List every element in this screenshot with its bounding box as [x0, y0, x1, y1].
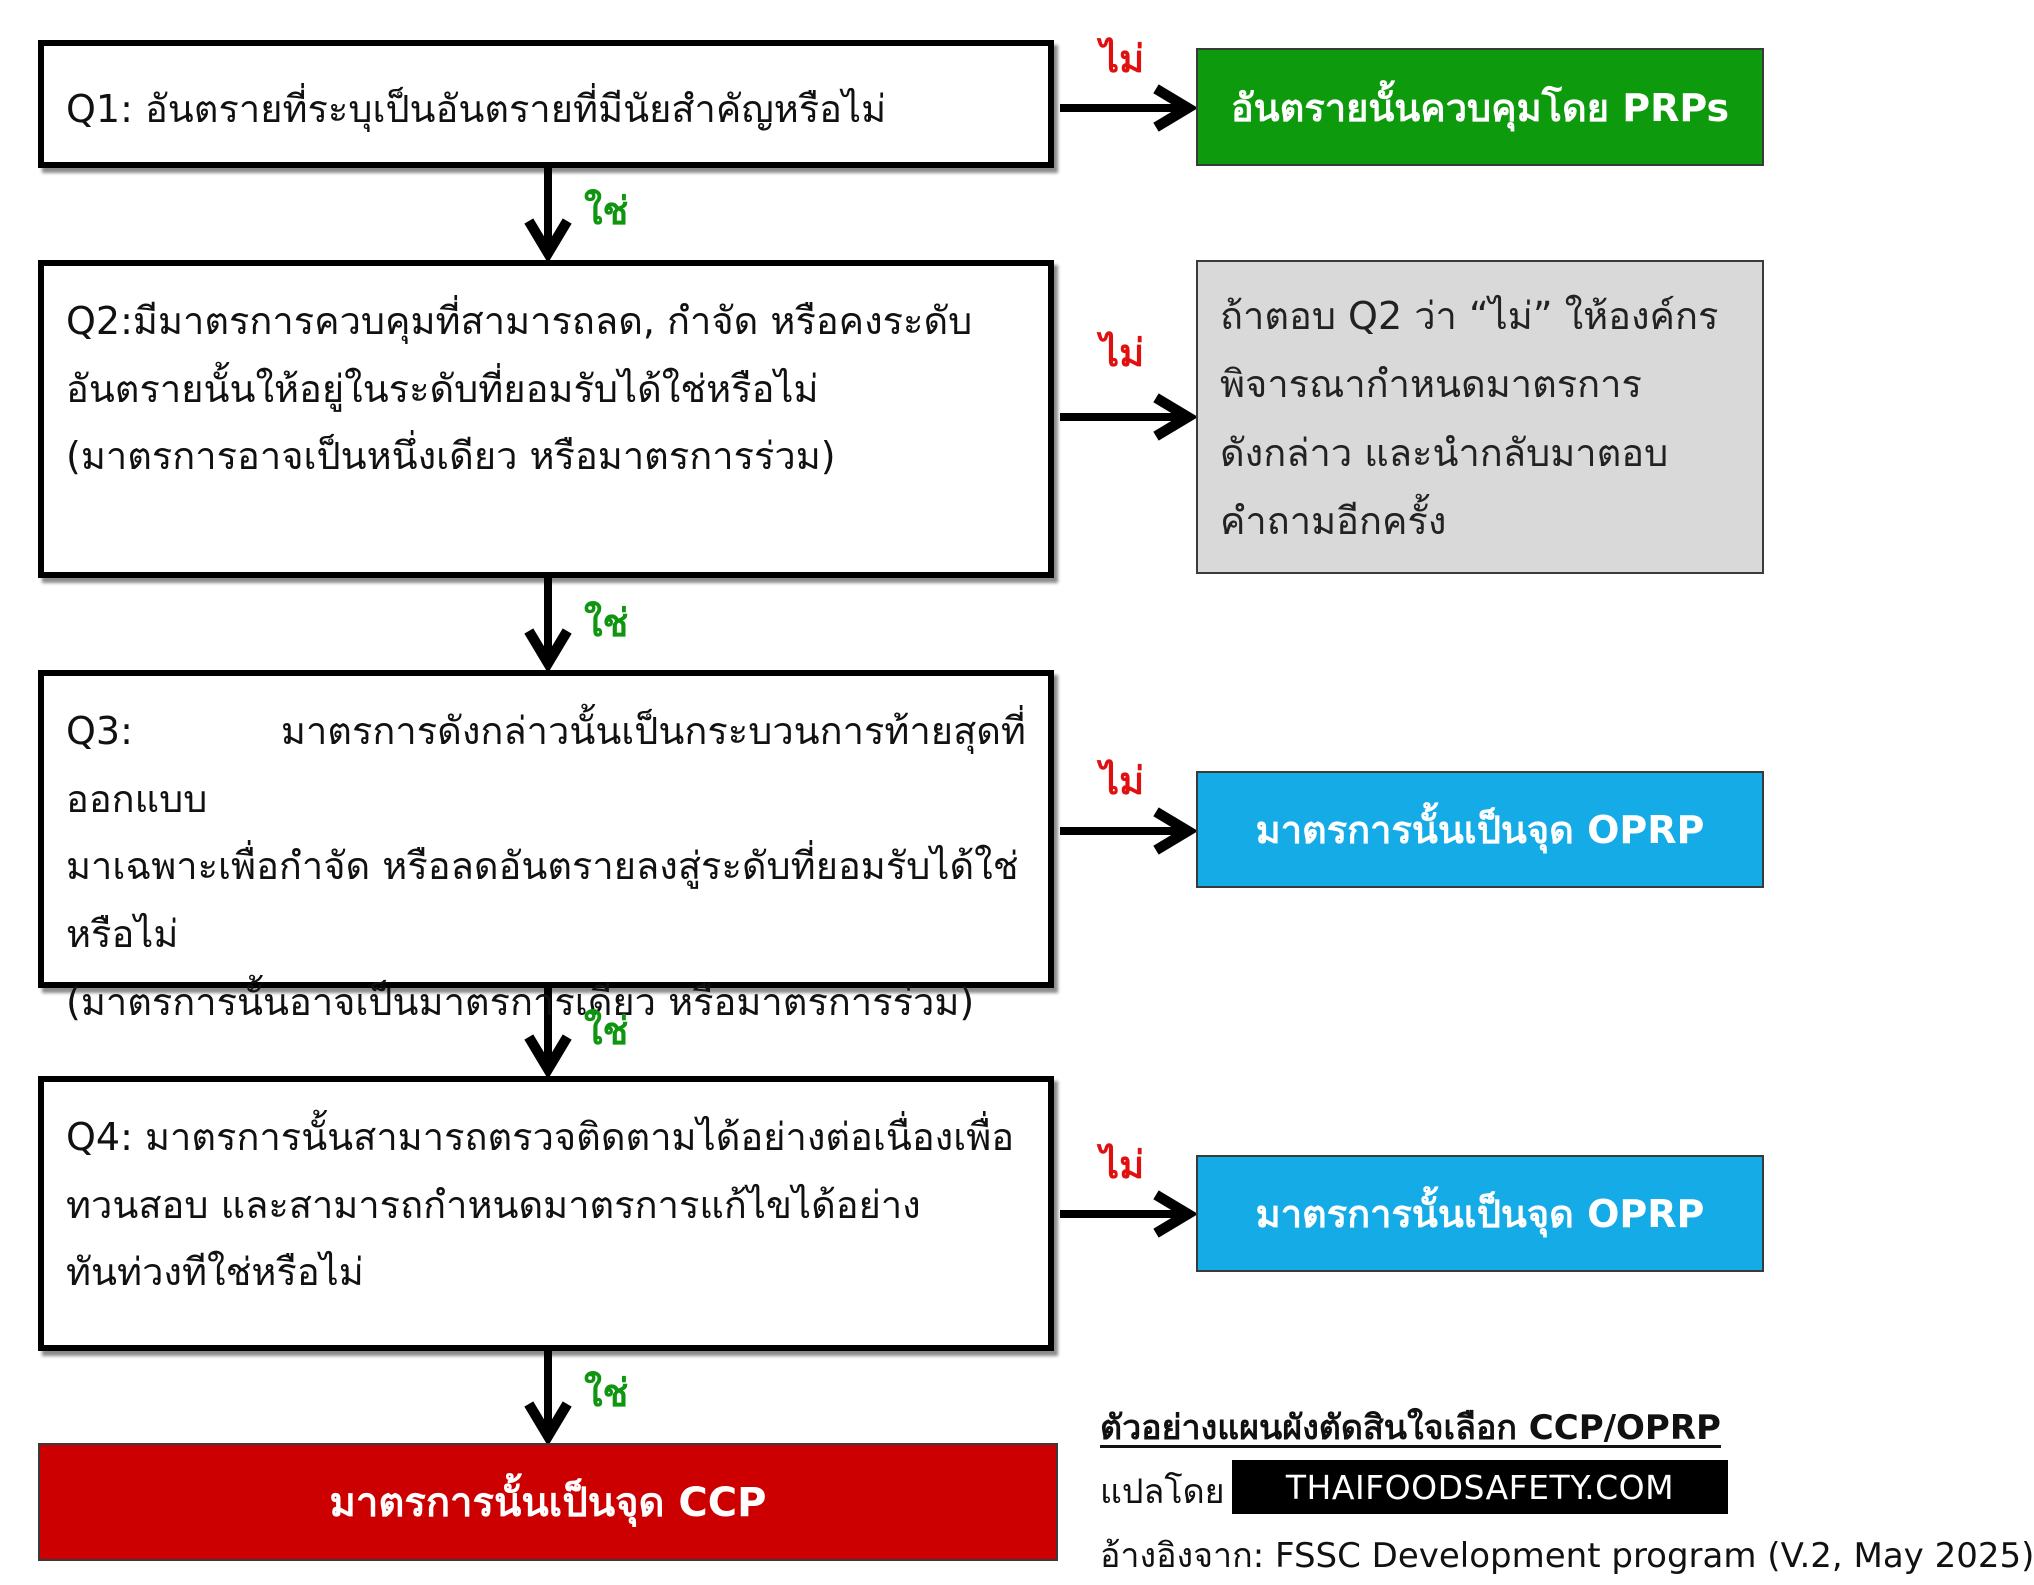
question-3-line: มาเฉพาะเพื่อกำจัด หรือลดอันตรายลงสู่ระดั…: [66, 844, 1019, 889]
question-3-box: Q3: มาตรการดังกล่าวนั้นเป็นกระบวนการท้าย…: [38, 670, 1054, 1024]
question-3-line: หรือไม่: [66, 911, 179, 956]
no-label-q3: ไม่: [1100, 759, 1145, 803]
result-prp-box: อันตรายนั้นควบคุมโดย PRPs: [1196, 48, 1764, 166]
result-q2-note-line: ดังกล่าว และนำกลับมาตอบ: [1220, 430, 1669, 475]
caption-title: ตัวอย่างแผนผังตัดสินใจเลือก CCP/OPRP: [1100, 1408, 1721, 1448]
no-label-q2: ไม่: [1100, 331, 1145, 375]
yes-label-q1: ใช่: [584, 189, 629, 233]
result-q2-note-line: พิจารณากำหนดมาตรการ: [1220, 362, 1642, 407]
result-ccp-box: มาตรการนั้นเป็นจุด CCP: [38, 1443, 1058, 1561]
question-1-box: Q1: อันตรายที่ระบุเป็นอันตรายที่มีนัยสำค…: [38, 40, 1054, 168]
result-oprp-text: มาตรการนั้นเป็นจุด OPRP: [1255, 808, 1705, 852]
question-3-line: (มาตรการนั้นอาจเป็นมาตรการเดียว หรือมาตร…: [66, 979, 975, 1024]
question-4-line: ทันท่วงทีใช่หรือไม่: [66, 1250, 364, 1295]
question-4-box: Q4: มาตรการนั้นสามารถตรวจติดตามได้อย่างต…: [38, 1076, 1054, 1351]
result-q2-note-line: ถ้าตอบ Q2 ว่า “ไม่” ให้องค์กร: [1220, 294, 1719, 338]
translated-by-label: แปลโดย: [1100, 1472, 1225, 1512]
result-oprp-text: มาตรการนั้นเป็นจุด OPRP: [1255, 1192, 1705, 1236]
question-3-line: Q3: มาตรการดังกล่าวนั้นเป็นกระบวนการท้าย…: [66, 709, 1026, 821]
no-label-q4: ไม่: [1100, 1143, 1145, 1187]
result-ccp-text: มาตรการนั้นเป็นจุด CCP: [329, 1480, 767, 1526]
result-oprp-box-q4: มาตรการนั้นเป็นจุด OPRP: [1196, 1155, 1764, 1272]
site-badge: THAIFOODSAFETY.COM: [1232, 1460, 1728, 1514]
question-4-line: Q4: มาตรการนั้นสามารถตรวจติดตามได้อย่างต…: [66, 1115, 1015, 1159]
site-name: THAIFOODSAFETY.COM: [1285, 1467, 1675, 1507]
question-2-box: Q2:มีมาตรการควบคุมที่สามารถลด, กำจัด หรื…: [38, 260, 1054, 578]
result-prp-text: อันตรายนั้นควบคุมโดย PRPs: [1230, 85, 1730, 130]
result-q2-note-line: คำถามอีกครั้ง: [1220, 499, 1447, 544]
result-oprp-box-q3: มาตรการนั้นเป็นจุด OPRP: [1196, 771, 1764, 888]
question-2-line: อันตรายนั้นให้อยู่ในระดับที่ยอมรับได้ใช่…: [66, 366, 819, 411]
no-label-q1: ไม่: [1100, 37, 1145, 81]
question-2-line: Q2:มีมาตรการควบคุมที่สามารถลด, กำจัด หรื…: [66, 299, 973, 343]
yes-label-q4: ใช่: [584, 1371, 629, 1415]
reference-line: อ้างอิงจาก: FSSC Development program (V.…: [1100, 1536, 2034, 1576]
question-4-line: ทวนสอบ และสามารถกำหนดมาตรการแก้ไขได้อย่า…: [66, 1182, 921, 1227]
question-1-text: Q1: อันตรายที่ระบุเป็นอันตรายที่มีนัยสำค…: [66, 87, 887, 131]
question-2-line: (มาตรการอาจเป็นหนึ่งเดียว หรือมาตรการร่ว…: [66, 434, 836, 479]
yes-label-q2: ใช่: [584, 601, 629, 645]
result-q2-note-box: ถ้าตอบ Q2 ว่า “ไม่” ให้องค์กร พิจารณากำห…: [1196, 260, 1764, 574]
yes-label-q3: ใช่: [584, 1009, 629, 1053]
